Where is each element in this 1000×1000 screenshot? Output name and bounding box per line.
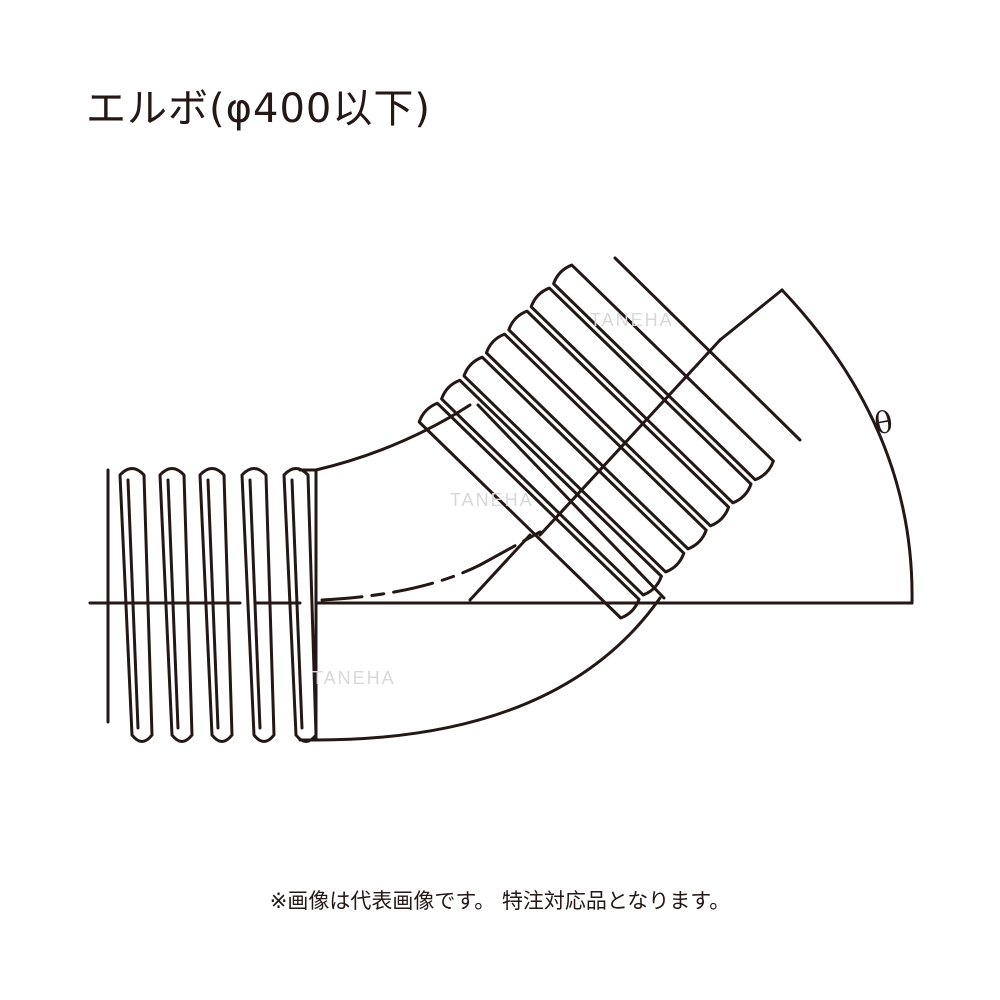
angled-pipe-rib [417, 401, 641, 620]
watermark: TANEHA [590, 310, 674, 330]
centre-lines [88, 338, 914, 605]
representative-image-note: ※画像は代表画像です。 特注対応品となります。 [269, 889, 731, 913]
angled-pipe-rib [440, 378, 663, 597]
angle-dimension [718, 288, 914, 605]
angled-pipe-rib [507, 309, 731, 528]
angled-corrugated-pipe [417, 256, 802, 620]
angled-pipe-rib [462, 355, 686, 574]
pipe-joint [298, 468, 318, 742]
pipe-rib [118, 467, 154, 743]
angled-pipe-rib [529, 286, 753, 505]
watermark: TANEHA [450, 490, 534, 510]
straight-corrugated-pipe [106, 467, 318, 743]
pipe-rib [282, 467, 318, 743]
product-title: エルボ(φ400以下) [86, 86, 431, 132]
elbow-body [314, 403, 666, 742]
angle-theta-label: θ [872, 405, 896, 443]
angled-pipe-rib [484, 332, 708, 551]
pipe-rib [198, 467, 234, 743]
angled-pipe-rib [552, 263, 775, 482]
watermark: TANEHA [312, 668, 396, 688]
pipe-rib [158, 467, 194, 743]
pipe-rib [240, 467, 276, 743]
pipe-edge [613, 256, 802, 442]
